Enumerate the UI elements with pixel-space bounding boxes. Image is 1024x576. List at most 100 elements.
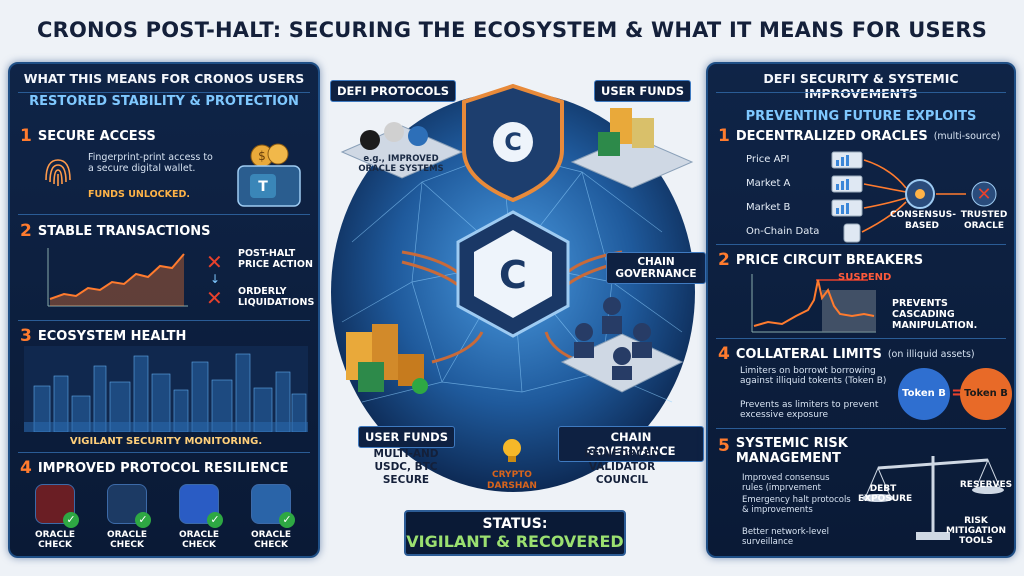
- oracle-check-label: ORACLE CHECK: [106, 530, 148, 550]
- svg-text:T: T: [258, 179, 268, 195]
- check-icon: ✓: [207, 512, 223, 528]
- oracle-check-label: ORACLE CHECK: [178, 530, 220, 550]
- left-panel-title: WHAT THIS MEANS FOR CRONOS USERS: [23, 71, 305, 86]
- oracle-flow-diagram: ✕: [831, 151, 997, 243]
- section-title: ECOSYSTEM HEALTH: [37, 328, 187, 344]
- security-monitoring-caption: VIGILANT SECURITY MONITORING.: [69, 436, 263, 447]
- city-skyline-illustration: [24, 346, 308, 432]
- section-title: IMPROVED PROTOCOL RESILIENCE: [37, 460, 289, 476]
- section-note: (on illiquid assets): [887, 348, 975, 360]
- protocol-d-icon: ✓: [251, 484, 295, 528]
- arrow-down-icon: ↓: [210, 272, 221, 286]
- validator-council-desc: REINFORCED VALIDATOR COUNCIL: [584, 448, 660, 486]
- section-title: STABLE TRANSACTIONS: [37, 223, 211, 239]
- status-box: STATUS: VIGILANT & RECOVERED: [404, 510, 626, 556]
- check-icon: ✓: [63, 512, 79, 528]
- center-illustration: C C DEFI PROTOCOLS USER FUNDS e.g., IMPR…: [322, 62, 706, 558]
- protocol-c-icon: ✓: [179, 484, 223, 528]
- svg-text:$: $: [258, 149, 266, 163]
- network-globe-illustration: C C: [331, 83, 695, 492]
- debt-exposure-label: DEBT EXPOSURE: [858, 484, 913, 504]
- section-number: 5: [718, 436, 730, 456]
- cross-icon: ✕: [206, 250, 223, 274]
- oracle-check-label: ORACLE CHECK: [250, 530, 292, 550]
- left-panel: WHAT THIS MEANS FOR CRONOS USERS RESTORE…: [8, 62, 320, 558]
- oracle-check-label: ORACLE CHECK: [34, 530, 76, 550]
- brand-name: CRYPTO DARSHAN: [487, 470, 537, 491]
- section-price-circuit-breakers: 2 PRICE CIRCUIT BREAKERS: [718, 250, 923, 270]
- divider: [716, 428, 1006, 429]
- page-title: CRONOS POST-HALT: SECURING THE ECOSYSTEM…: [36, 18, 988, 42]
- oracle-check-item: ✓ ORACLE CHECK: [176, 484, 223, 550]
- right-panel-title: DEFI SECURITY & SYSTEMIC IMPROVEMENTS: [763, 71, 959, 101]
- section-number: 3: [20, 326, 32, 346]
- collateral-bullet-1: Limiters on borrowt borrowing against il…: [740, 366, 887, 386]
- wallet-icon: $ T: [237, 143, 301, 207]
- source-price-api: Price API: [746, 154, 790, 165]
- left-panel-subtitle: RESTORED STABILITY & PROTECTION: [29, 94, 299, 109]
- check-icon: ✓: [135, 512, 151, 528]
- oracle-check-item: ✓ ORACLE CHECK: [104, 484, 151, 550]
- section-title: SYSTEMIC RISK MANAGEMENT: [735, 436, 848, 466]
- chain-governance-label: CHAIN GOVERNANCE: [606, 252, 706, 284]
- price-chart-illustration: [47, 248, 188, 307]
- divider: [18, 452, 310, 453]
- status-value: VIGILANT & RECOVERED: [406, 532, 624, 551]
- circuit-breaker-chart: [751, 274, 876, 333]
- svg-text:✕: ✕: [976, 184, 991, 205]
- section-note: (multi-source): [933, 130, 1001, 142]
- funds-unlocked-badge: FUNDS UNLOCKED.: [88, 189, 190, 200]
- source-onchain-data: On-Chain Data: [746, 226, 820, 237]
- user-funds-desc: MULTI-AND USDC, BTC SECURE: [373, 448, 439, 486]
- risk-bullet-2: Emergency halt protocols & improvements: [742, 495, 851, 515]
- section-title: COLLATERAL LIMITS: [735, 346, 882, 362]
- right-panel-subtitle: PREVENTING FUTURE EXPLOITS: [745, 109, 977, 124]
- source-market-b: Market B: [746, 202, 791, 213]
- section-title: DECENTRALIZED ORACLES: [735, 128, 928, 144]
- section-stable-transactions: 2 STABLE TRANSACTIONS: [20, 221, 211, 241]
- defi-protocols-label: DEFI PROTOCOLS: [330, 80, 457, 102]
- lightbulb-icon: [503, 439, 521, 462]
- circuit-breaker-desc: PREVENTS CASCADING MANIPULATION.: [892, 298, 978, 331]
- status-label: STATUS:: [482, 516, 548, 532]
- cross-icon: ✕: [206, 286, 223, 310]
- oracle-check-item: ✓ ORACLE CHECK: [32, 484, 79, 550]
- check-icon: ✓: [279, 512, 295, 528]
- suspend-label: SUSPEND: [838, 272, 892, 283]
- trusted-oracle-label: TRUSTED ORACLE: [960, 210, 1008, 231]
- section-number: 2: [20, 221, 32, 241]
- oracle-check-item: ✓ ORACLE CHECK: [248, 484, 295, 550]
- oracle-check-row: ✓ ORACLE CHECK ✓ ORACLE CHECK ✓ ORACLE C…: [32, 484, 295, 550]
- divider: [18, 214, 310, 215]
- section-title: PRICE CIRCUIT BREAKERS: [735, 252, 924, 268]
- consensus-label: CONSENSUS-BASED: [890, 210, 956, 231]
- collateral-bullet-2: Prevents as limiters to prevent excessiv…: [740, 400, 879, 420]
- svg-text:C: C: [504, 128, 522, 156]
- orderly-liquidations-label: ORDERLY LIQUIDATIONS: [238, 286, 315, 308]
- section-secure-access: 1 SECURE ACCESS: [20, 126, 156, 146]
- fingerprint-icon: [45, 159, 71, 186]
- section-number: 4: [20, 458, 32, 478]
- balance-scale-icon: [862, 456, 1004, 540]
- oracle-systems-label: e.g., IMPROVED ORACLE SYSTEMS: [358, 154, 444, 174]
- risk-bullet-1: Improved consensus rules (imprvement: [742, 473, 830, 493]
- user-funds-bottom-label: USER FUNDS: [358, 426, 455, 448]
- risk-bullet-3: Better network-level surveillance: [742, 527, 829, 547]
- reserves-label: RESERVES: [959, 480, 1013, 490]
- divider: [18, 92, 310, 93]
- secure-access-desc: Fingerprint-print access to a secure dig…: [88, 152, 213, 174]
- divider: [716, 92, 1006, 93]
- section-number: 1: [718, 126, 730, 146]
- section-number: 4: [718, 344, 730, 364]
- section-title: SECURE ACCESS: [37, 128, 156, 144]
- token-b-circle: Token B: [898, 368, 950, 420]
- user-funds-top-label: USER FUNDS: [594, 80, 691, 102]
- section-decentralized-oracles: 1 DECENTRALIZED ORACLES (multi-source): [718, 126, 1000, 146]
- section-number: 1: [20, 126, 32, 146]
- source-market-a: Market A: [746, 178, 791, 189]
- section-number: 2: [718, 250, 730, 270]
- svg-text:C: C: [499, 253, 527, 297]
- divider: [716, 244, 1006, 245]
- section-protocol-resilience: 4 IMPROVED PROTOCOL RESILIENCE: [20, 458, 288, 478]
- protocol-b-icon: ✓: [107, 484, 151, 528]
